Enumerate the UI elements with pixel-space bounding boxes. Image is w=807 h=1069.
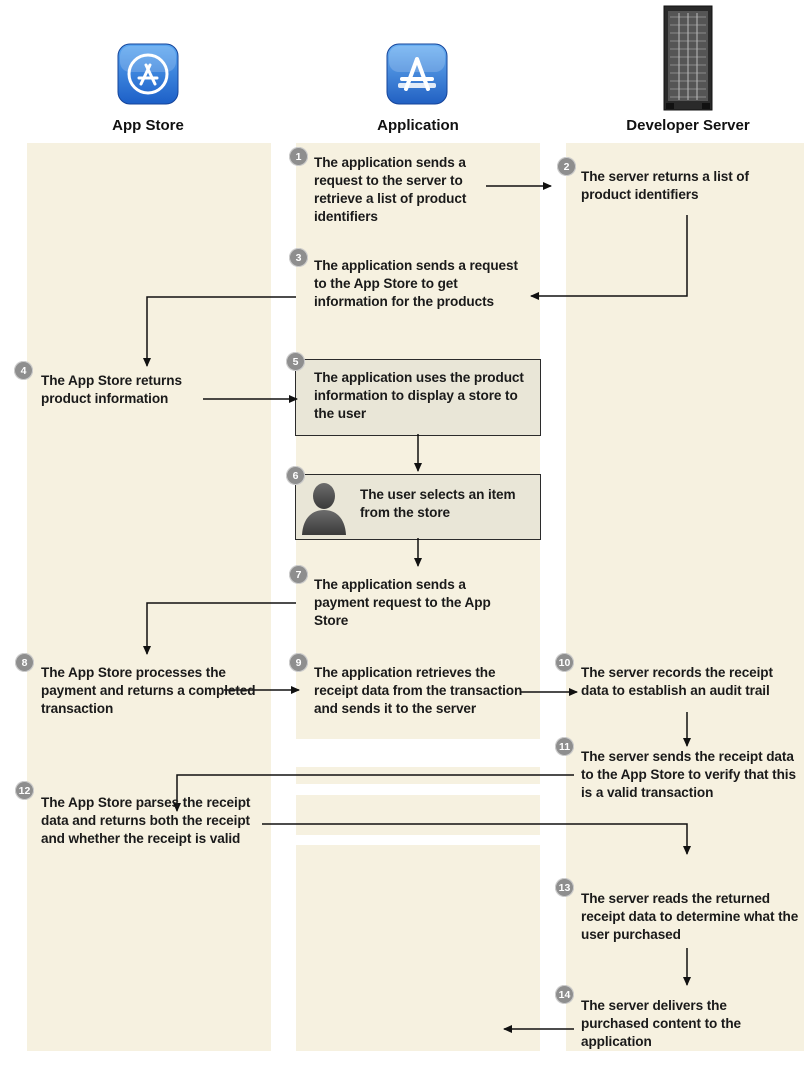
step-10-text: The server records the receipt data to e… [581, 665, 773, 698]
app-store-header: App Store [112, 117, 184, 134]
step-9-badge: 9 [289, 653, 308, 672]
step-5-badge: 5 [286, 352, 305, 371]
step-3-badge: 3 [289, 248, 308, 267]
display-store-box [295, 359, 541, 436]
step-6-badge: 6 [286, 466, 305, 485]
arrow-2-to-3 [530, 215, 688, 300]
step-12-badge: 12 [15, 781, 34, 800]
step-13-badge: 13 [555, 878, 574, 897]
step-6-text: The user selects an item from the store [360, 487, 516, 520]
step-4-text: The App Store returns product informatio… [41, 373, 182, 406]
application-icon [386, 43, 448, 105]
developer-server-header: Developer Server [626, 117, 750, 134]
step-2-badge: 2 [557, 157, 576, 176]
arrow-7-to-8 [143, 602, 296, 655]
step-14-badge: 14 [555, 985, 574, 1004]
step-14-text: The server delivers the purchased conten… [581, 998, 741, 1049]
step-9-text: The application retrieves the receipt da… [314, 665, 523, 716]
step-3-text: The application sends a request to the A… [314, 258, 518, 309]
application-lane-fragment-c [296, 845, 540, 1051]
step-4-badge: 4 [14, 361, 33, 380]
step-1-text: The application sends a request to the s… [314, 155, 467, 224]
step-7-text: The application sends a payment request … [314, 577, 491, 628]
step-12-text: The App Store parses the receipt data an… [41, 795, 251, 846]
step-11-text: The server sends the receipt data to the… [581, 749, 796, 800]
step-11-badge: 11 [555, 737, 574, 756]
app-store-lane [27, 143, 271, 1051]
step-7-badge: 7 [289, 565, 308, 584]
step-10-badge: 10 [555, 653, 574, 672]
server-rack-icon [662, 5, 714, 113]
arrow-3-to-4 [143, 296, 296, 367]
step-8-text: The App Store processes the payment and … [41, 665, 256, 716]
step-8-badge: 8 [15, 653, 34, 672]
app-store-icon [117, 43, 179, 105]
application-header: Application [377, 117, 459, 134]
user-silhouette-icon [299, 477, 349, 535]
developer-server-lane [566, 143, 804, 1051]
step-2-text: The server returns a list of product ide… [581, 169, 749, 202]
step-1-badge: 1 [289, 147, 308, 166]
application-lane-fragment-b [296, 795, 540, 835]
step-13-text: The server reads the returned receipt da… [581, 891, 799, 942]
arrow-12-to-13 [262, 823, 691, 855]
arrow-11-to-12 [173, 774, 574, 812]
step-5-text: The application uses the product informa… [314, 370, 524, 421]
